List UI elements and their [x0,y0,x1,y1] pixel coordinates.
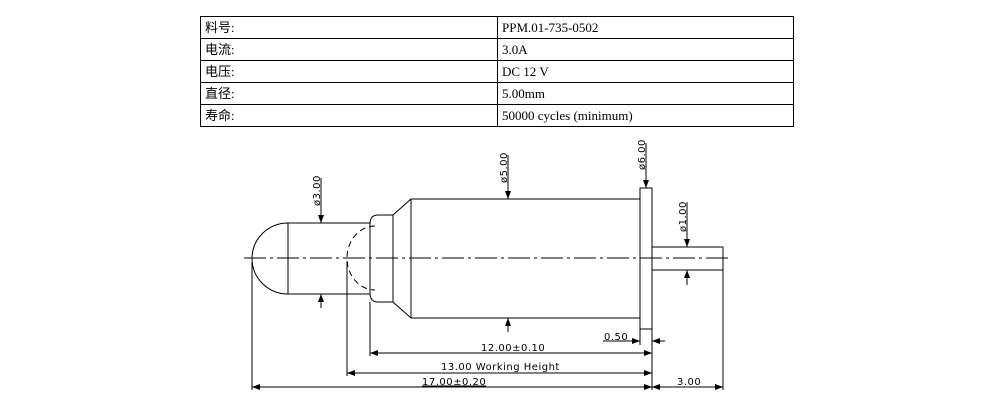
working-height-label: 13.00 Working Height [441,362,560,373]
plunger [251,222,370,295]
dia-plunger-label: ø3.00 [312,175,323,206]
total-length-label: 17.00±0.20 [422,377,486,388]
spec-label: 电压: [200,60,498,83]
spec-table: 料号:PPM.01-735-0502 电流:3.0A 电压:DC 12 V 直径… [200,16,794,127]
collar [369,214,394,303]
table-row: 寿命:50000 cycles (minimum) [200,104,794,127]
spec-value: 50000 cycles (minimum) [497,104,794,127]
flange-thickness-label: 0.50 [604,332,628,343]
plunger-hidden-tip [346,225,376,291]
dia-body-label: ø5.00 [499,152,510,183]
extension-lines [251,262,724,390]
table-row: 电压:DC 12 V [200,60,794,83]
tail-length-label: 3.00 [677,377,701,388]
dia-tail-label: ø1.00 [678,201,689,232]
barrel-length-label: 12.00±0.10 [481,343,545,354]
dia-flange-label: ø6.00 [637,139,648,170]
